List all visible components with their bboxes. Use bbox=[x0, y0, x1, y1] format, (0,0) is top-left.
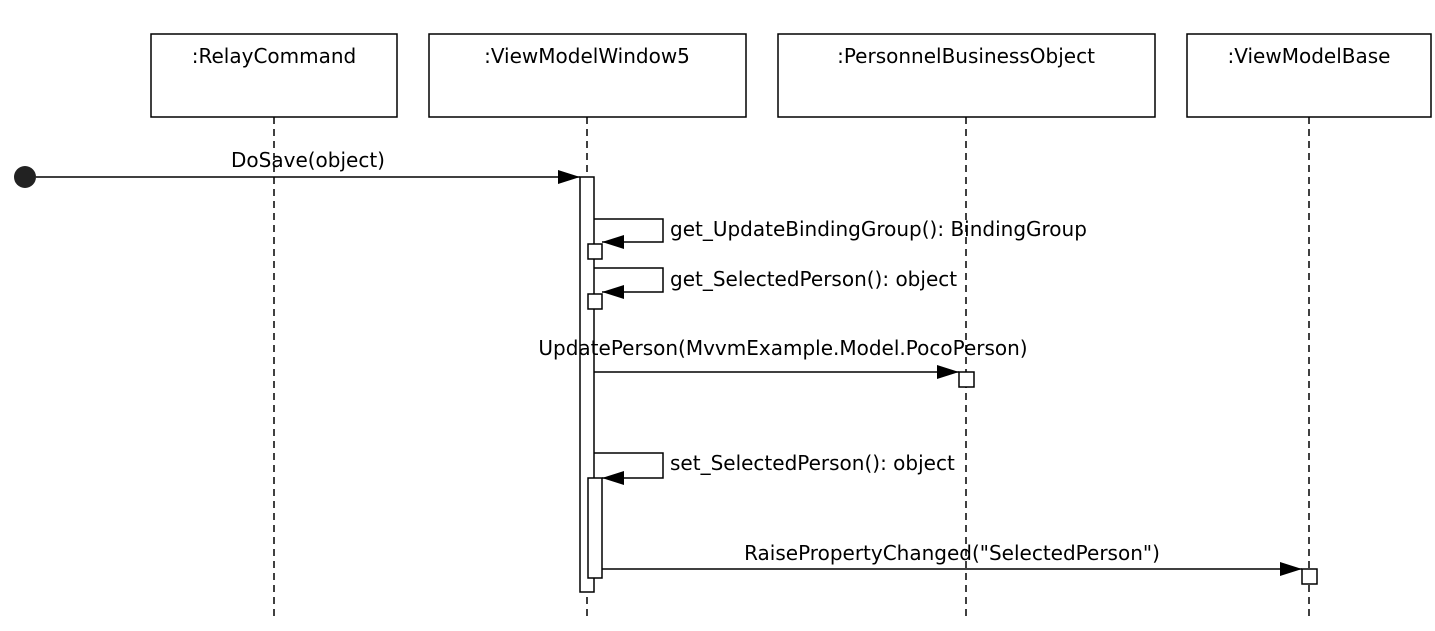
message-label-get-update-binding-group: get_UpdateBindingGroup(): BindingGroup bbox=[670, 217, 1087, 241]
message-get-update-binding-group: get_UpdateBindingGroup(): BindingGroup bbox=[594, 217, 1087, 249]
lifeline-head-personnel-business-object bbox=[777, 33, 1156, 118]
message-label-get-selected-person: get_SelectedPerson(): object bbox=[670, 267, 957, 291]
activation-box-raise-property-changed bbox=[1301, 568, 1318, 585]
activation-box-update-binding-group bbox=[587, 243, 603, 260]
message-label-update-person: UpdatePerson(MvvmExample.Model.PocoPerso… bbox=[538, 336, 1027, 360]
activation-box-update-person bbox=[958, 371, 975, 388]
message-label-set-selected-person: set_SelectedPerson(): object bbox=[670, 451, 955, 475]
lifeline-label-view-model-window5: :ViewModelWindow5 bbox=[484, 44, 690, 68]
message-get-selected-person: get_SelectedPerson(): object bbox=[594, 267, 957, 299]
found-message-start-dot bbox=[14, 166, 36, 188]
lifeline-head-relay-command bbox=[150, 33, 398, 118]
message-do-save: DoSave(object) bbox=[14, 148, 580, 188]
message-arrow-set-selected-person bbox=[594, 452, 664, 485]
lifeline-relay-command: :RelayCommand bbox=[150, 33, 398, 621]
message-label-do-save: DoSave(object) bbox=[231, 148, 385, 172]
activation-box-get-selected-person bbox=[587, 293, 603, 310]
lifeline-view-model-base: :ViewModelBase bbox=[1186, 33, 1432, 621]
lifeline-label-personnel-business-object: :PersonnelBusinessObject bbox=[837, 44, 1095, 68]
message-set-selected-person: set_SelectedPerson(): object bbox=[594, 451, 955, 485]
lifeline-head-view-model-window5 bbox=[428, 33, 747, 118]
lifeline-label-relay-command: :RelayCommand bbox=[192, 44, 356, 68]
message-label-raise-property-changed: RaisePropertyChanged("SelectedPerson") bbox=[744, 541, 1160, 565]
lifeline-label-view-model-base: :ViewModelBase bbox=[1228, 44, 1391, 68]
message-arrow-get-update-binding-group bbox=[594, 218, 664, 249]
message-update-person: UpdatePerson(MvvmExample.Model.PocoPerso… bbox=[538, 336, 1028, 379]
message-arrow-get-selected-person bbox=[594, 267, 664, 299]
activation-bar-nested bbox=[587, 477, 603, 579]
lifeline-head-view-model-base bbox=[1186, 33, 1432, 118]
message-raise-property-changed: RaisePropertyChanged("SelectedPerson") bbox=[602, 541, 1302, 576]
lifeline-personnel-business-object: :PersonnelBusinessObject bbox=[777, 33, 1156, 621]
